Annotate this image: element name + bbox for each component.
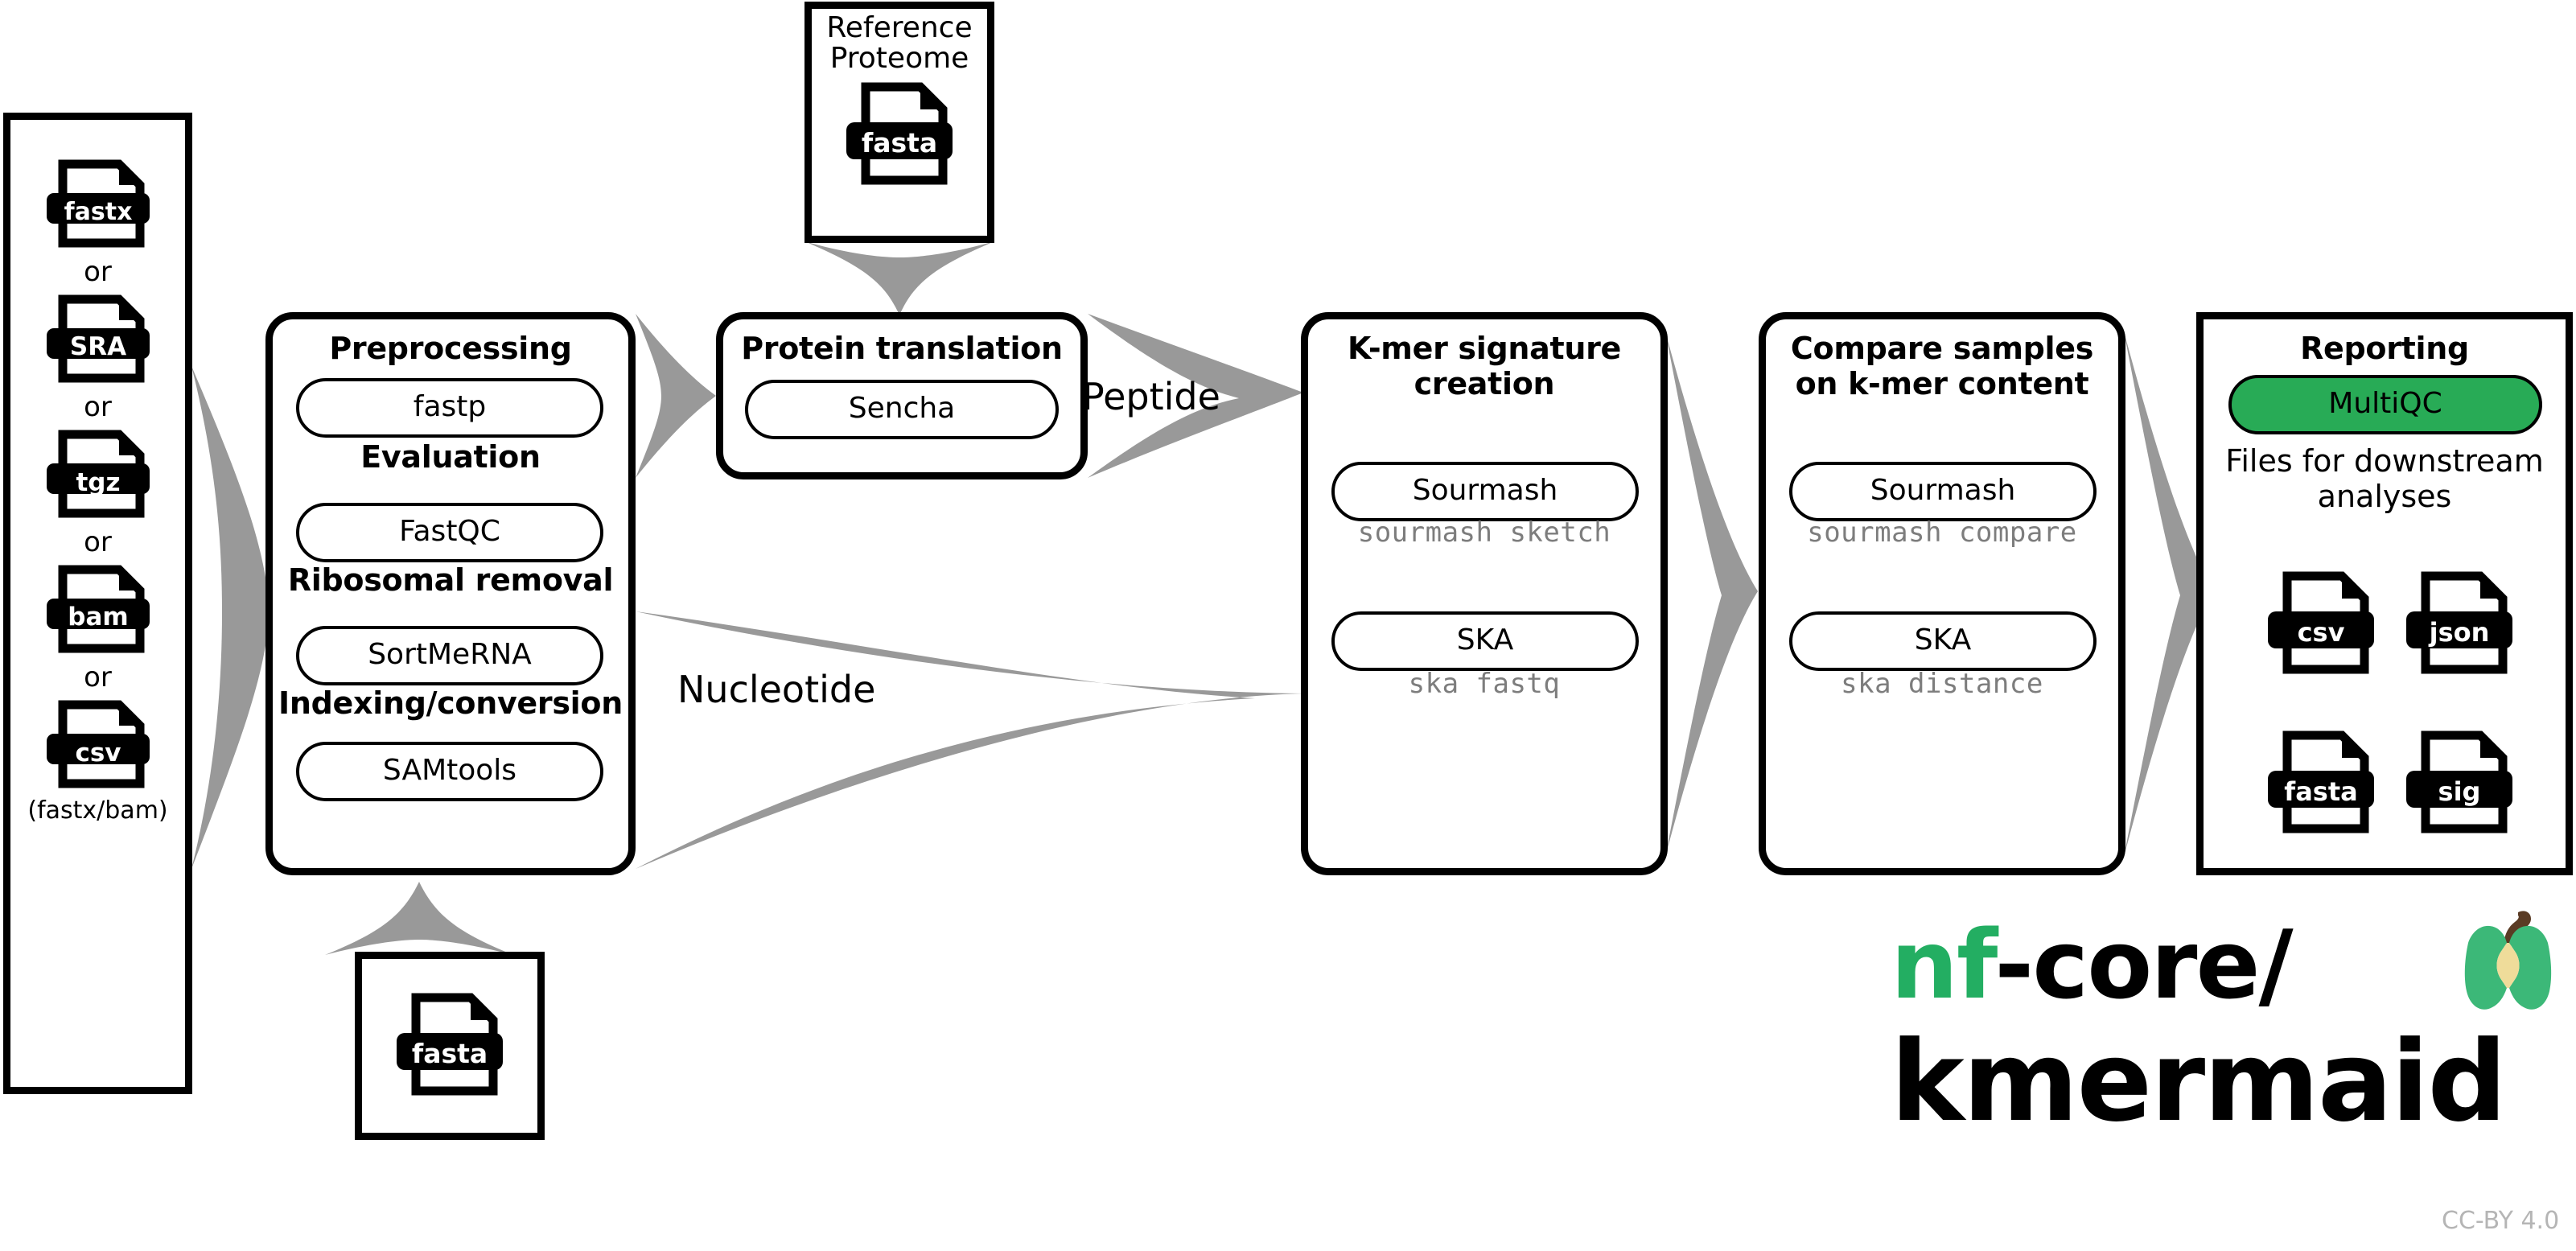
kmer-signature-panel [1301, 312, 1668, 875]
protein-translation-heading: Protein translation [741, 331, 1063, 366]
file-glyph-icon [47, 294, 150, 383]
compare-samples-heading-line1: Compare samples [1790, 331, 2094, 366]
file-icon-sig-output: sig [2401, 730, 2517, 833]
arrow-label-nucleotide: Nucleotide [677, 668, 876, 711]
reference-proteome-title-line2: Proteome [829, 42, 969, 75]
file-glyph-icon [47, 159, 150, 248]
file-icon-fasta-output: fasta [2263, 730, 2379, 833]
tool-sortmerna[interactable]: SortMeRNA [296, 626, 603, 685]
file-icon-json-output: json [2401, 571, 2517, 674]
arrow-fasta-to-preprocessing [325, 882, 513, 955]
compare-samples-panel [1759, 312, 2125, 875]
file-icon-reference-fasta: fasta [842, 82, 957, 185]
reporting-subtitle-line1: Files for downstream [2225, 443, 2544, 479]
logo-nf-text: nf [1891, 909, 1996, 1020]
tool-ska-distance[interactable]: SKA [1789, 611, 2097, 671]
file-icon-fastx: fastx [42, 159, 154, 248]
file-label: tgz [76, 468, 121, 497]
file-icon-bam: bam [42, 565, 154, 653]
preprocessing-heading-1: Preprocessing [329, 331, 572, 366]
input-note: (fastx/bam) [27, 796, 168, 825]
tool-sourmash-sketch[interactable]: Sourmash [1331, 462, 1639, 521]
reference-proteome-panel [804, 2, 994, 243]
tool-multiqc[interactable]: MultiQC [2228, 375, 2542, 434]
tool-sourmash-compare[interactable]: Sourmash [1789, 462, 2097, 521]
or-separator-2: or [84, 391, 112, 423]
file-glyph-icon [397, 993, 503, 1096]
reference-proteome-title-line1: Reference [826, 11, 973, 44]
file-icon-csv-input: csv [42, 700, 154, 788]
compare-samples-heading-line2: on k-mer content [1795, 366, 2089, 401]
logo-org-line: nf-core/ [1891, 917, 2505, 1012]
apple-core-icon [2464, 911, 2552, 1010]
file-label: fasta [2284, 776, 2358, 807]
or-separator-3: or [84, 526, 112, 558]
file-glyph-icon [846, 82, 953, 185]
file-glyph-icon [47, 700, 150, 788]
kmer-signature-heading-line2: creation [1414, 366, 1555, 401]
file-label: bam [68, 603, 129, 632]
preprocessing-heading-4: Indexing/conversion [278, 685, 623, 721]
file-label: fastx [64, 198, 133, 226]
file-label: json [2429, 617, 2490, 648]
file-label: sig [2438, 776, 2481, 807]
file-icon-csv-output: csv [2263, 571, 2379, 674]
command-ska-fastq: ska fastq [1408, 668, 1561, 700]
arrow-preprocessing-to-kmer-nucleotide [636, 611, 1303, 869]
tool-ska-fastq[interactable]: SKA [1331, 611, 1639, 671]
file-label: fasta [411, 1038, 488, 1069]
file-glyph-icon [2406, 571, 2512, 674]
preprocessing-heading-2: Evaluation [360, 439, 541, 475]
file-label: fasta [861, 127, 938, 158]
file-glyph-icon [2268, 571, 2374, 674]
file-icon-bottom-fasta: fasta [392, 993, 508, 1096]
file-glyph-icon [47, 565, 150, 653]
arrow-preprocessing-to-translation [636, 314, 716, 478]
arrow-inputs-to-preprocessing [191, 366, 270, 869]
tool-sencha[interactable]: Sencha [745, 380, 1059, 439]
file-label: SRA [69, 332, 127, 361]
file-glyph-icon [47, 430, 150, 518]
file-label: csv [75, 739, 121, 767]
preprocessing-heading-3: Ribosomal removal [287, 562, 614, 598]
tool-samtools[interactable]: SAMtools [296, 742, 603, 801]
or-separator-1: or [84, 256, 112, 288]
tool-fastp[interactable]: fastp [296, 378, 603, 438]
file-label: csv [2297, 617, 2345, 648]
arrow-label-peptide: Peptide [1082, 375, 1220, 418]
or-separator-4: or [84, 661, 112, 693]
logo-core-text: -core/ [1994, 909, 2293, 1020]
reporting-subtitle-line2: analyses [2317, 479, 2452, 514]
nf-core-logo: nf-core/ kmermaid [1891, 917, 2507, 1146]
command-sourmash-sketch: sourmash sketch [1357, 516, 1611, 549]
reporting-heading: Reporting [2300, 331, 2469, 366]
arrow-reference-to-translation [804, 241, 994, 315]
command-sourmash-compare: sourmash compare [1807, 516, 2077, 549]
file-glyph-icon [2268, 730, 2374, 833]
file-icon-sra: SRA [42, 294, 154, 383]
command-ska-distance: ska distance [1841, 668, 2043, 700]
license-label: CC-BY 4.0 [2442, 1207, 2560, 1235]
file-glyph-icon [2406, 730, 2512, 833]
arrow-kmer-to-compare [1665, 331, 1758, 857]
tool-fastqc[interactable]: FastQC [296, 503, 603, 562]
logo-pipeline-text: kmermaid [1891, 1017, 2507, 1146]
kmer-signature-heading-line1: K-mer signature [1347, 331, 1622, 366]
file-icon-tgz: tgz [42, 430, 154, 518]
